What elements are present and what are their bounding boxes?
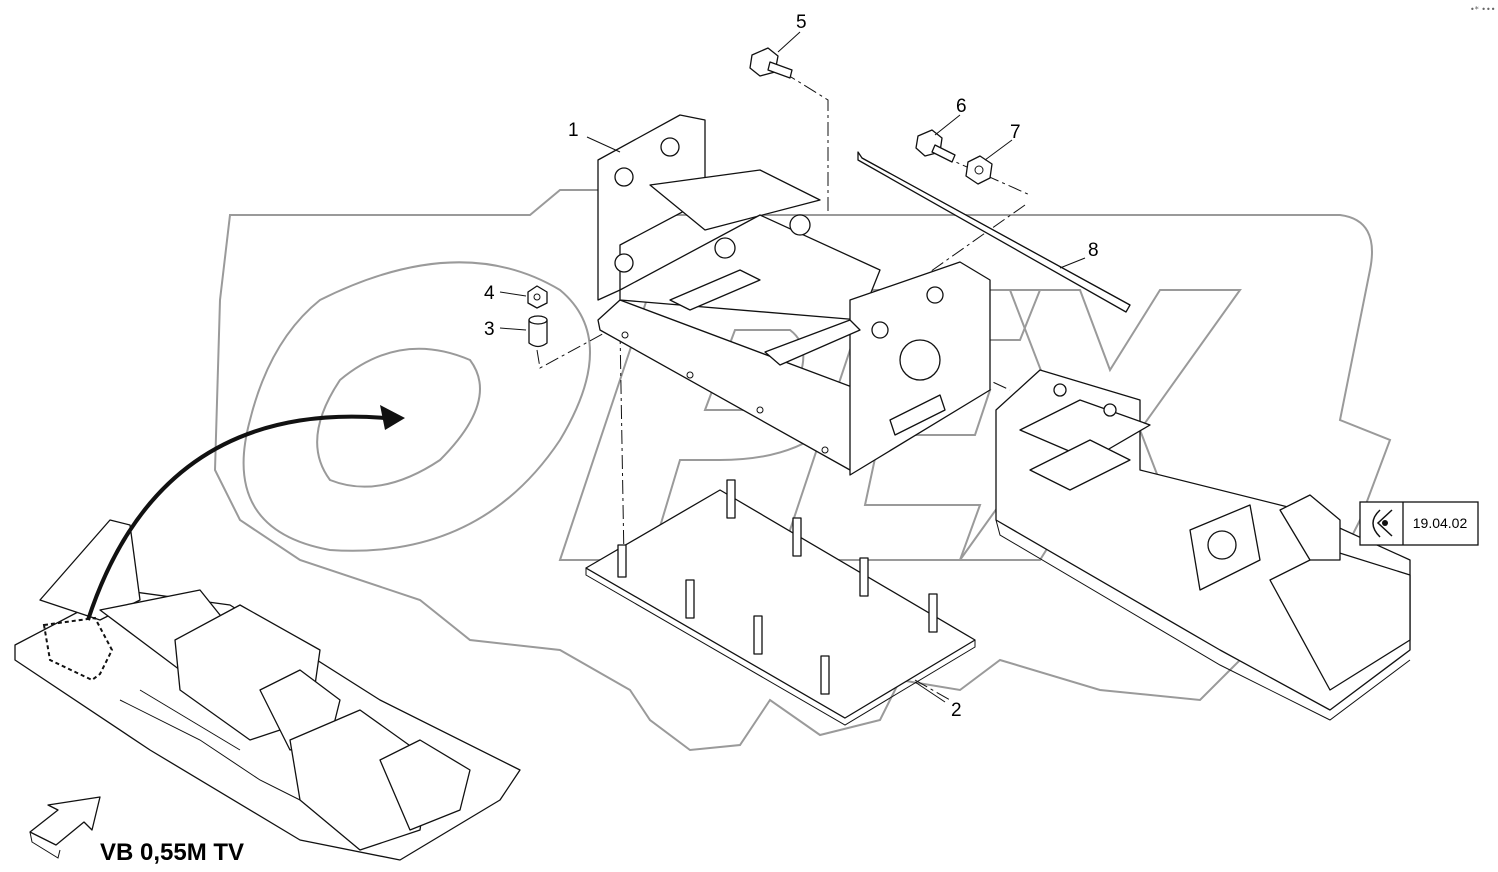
bracket-left-wall (597, 114, 706, 301)
callout-8: 8 (1088, 240, 1099, 261)
part-2-base-plate (585, 479, 976, 726)
bracket-slot-plate (669, 269, 761, 311)
watermark-letter-o (242, 261, 591, 552)
bracket-base-top (619, 214, 881, 321)
callout-6: 6 (956, 96, 967, 117)
eye-icon (1372, 509, 1393, 538)
bracket-base-plate (597, 299, 861, 471)
view-label: VB 0,55M TV (100, 839, 244, 866)
view-direction-arrow-icon (29, 796, 101, 859)
part-1-bracket-frame (597, 114, 991, 476)
callout-4: 4 (484, 283, 495, 304)
detail-arrow (86, 405, 405, 621)
callout-3: 3 (484, 319, 495, 340)
part-7-nut (965, 155, 993, 185)
part-3-spacer (528, 315, 548, 348)
detail-area-marker (42, 616, 114, 682)
assembled-frame-view (995, 369, 1411, 721)
bracket-cross-plate (764, 319, 861, 366)
reference-number: 19.04.02 (1413, 515, 1468, 531)
callout-2: 2 (951, 700, 962, 721)
part-5-bolt (749, 47, 793, 79)
machine-overview (14, 519, 521, 861)
callout-1: 1 (568, 120, 579, 141)
callout-leaders (499, 31, 1086, 703)
callout-7: 7 (1010, 122, 1021, 143)
part-6-screw (915, 129, 956, 163)
callout-5: 5 (796, 12, 807, 33)
corner-mark: •* ••• (1470, 5, 1495, 14)
part-8-bar (857, 151, 1131, 313)
bracket-top-flange (649, 169, 821, 231)
part-4-nut (527, 285, 548, 309)
studs (617, 479, 938, 695)
bracket-lower-plate (889, 394, 946, 436)
reference-box[interactable]: 19.04.02 (1359, 501, 1479, 546)
